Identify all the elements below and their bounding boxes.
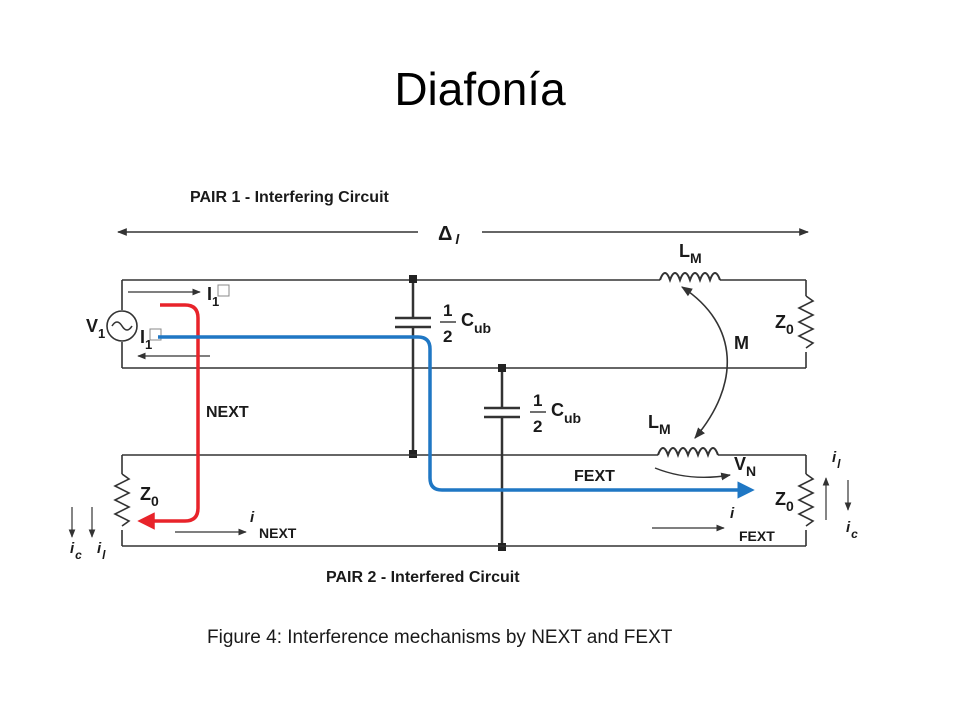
pair1-label: PAIR 1 - Interfering Circuit	[190, 189, 390, 206]
resistor-z0-top-icon	[797, 295, 815, 349]
i-next-main: i	[250, 509, 255, 526]
ic-left-label: ic	[70, 540, 82, 562]
mutual-inductance-arrow	[681, 286, 729, 439]
z0-right-label: Z0	[775, 489, 794, 514]
slide-title: Diafonía	[394, 63, 566, 115]
cap-bottom-label: Cub	[551, 400, 581, 426]
next-coupling-path	[137, 303, 200, 530]
pair2-label: PAIR 2 - Interfered Circuit	[326, 569, 520, 586]
cap-bottom-numerator: 1	[533, 391, 542, 410]
i-next-sub: NEXT	[259, 525, 297, 541]
cap-top-numerator: 1	[443, 301, 452, 320]
junction-dot	[498, 543, 506, 551]
inductor-top-icon	[659, 272, 721, 283]
il-right-label: il	[832, 449, 841, 471]
figure-caption: Figure 4: Interference mechanisms by NEX…	[207, 627, 673, 648]
junction-dot	[409, 450, 417, 458]
inductor-top-label: LM	[679, 241, 702, 266]
source-label: V1	[86, 316, 105, 341]
current1-top-label: I1	[207, 284, 219, 309]
sine-wave-icon	[111, 321, 133, 331]
vn-label: VN	[734, 454, 756, 479]
junction-dot	[409, 275, 417, 283]
missing-glyph-box	[149, 328, 162, 341]
i-fext-main: i	[730, 505, 735, 522]
i-fext-sub: FEXT	[739, 528, 775, 544]
fext-coupling-path	[158, 335, 755, 499]
cap-top-denominator: 2	[443, 327, 452, 346]
z0-left-label: Z0	[140, 484, 159, 509]
inductor-bottom-label: LM	[648, 412, 671, 437]
il-left-label: il	[97, 540, 106, 562]
next-label: NEXT	[206, 404, 249, 421]
vn-arrow	[654, 467, 731, 481]
cap-top-label: Cub	[461, 310, 491, 336]
ic-right-label: ic	[846, 519, 858, 541]
fext-label: FEXT	[574, 468, 615, 485]
junction-dot	[498, 364, 506, 372]
z0-top-label: Z0	[775, 312, 794, 337]
resistor-z0-left-icon	[113, 473, 131, 527]
cap-bottom-denominator: 2	[533, 417, 542, 436]
current1-mid-label: I1	[140, 327, 152, 352]
inductor-bottom-icon	[657, 447, 719, 458]
mutual-label: M	[734, 333, 749, 353]
resistor-z0-right-icon	[797, 473, 815, 527]
missing-glyph-box	[217, 284, 230, 297]
